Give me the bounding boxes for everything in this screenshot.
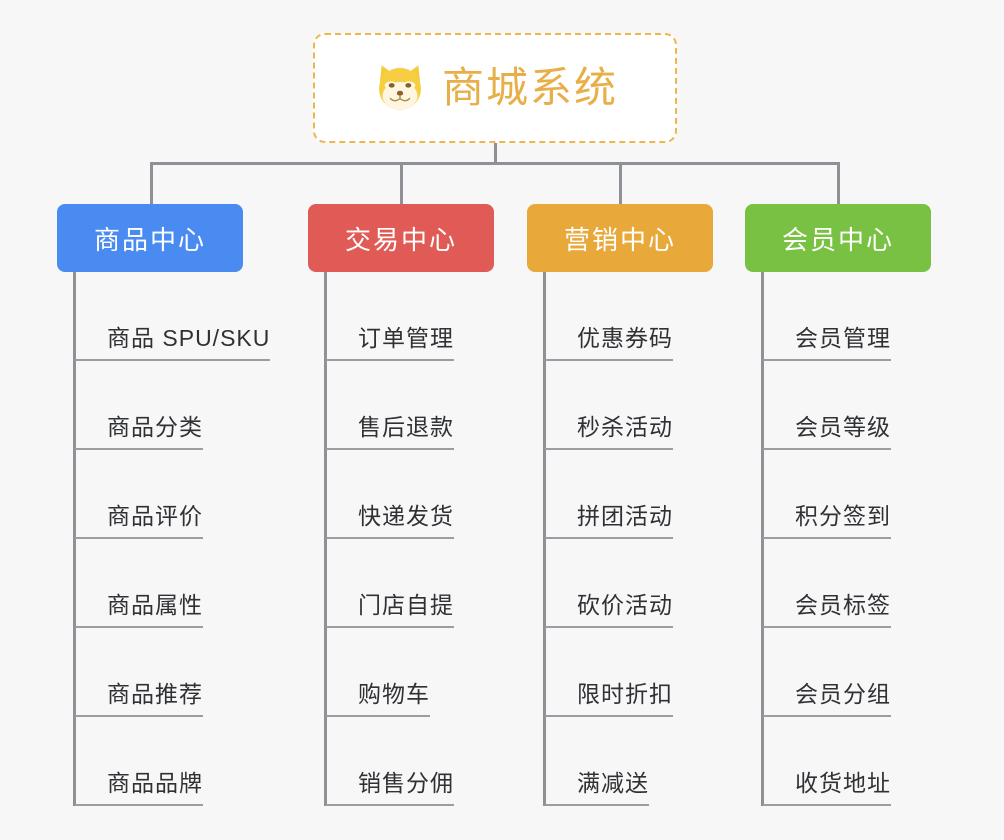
leaf-underline: 销售分佣	[326, 769, 454, 806]
leaf-underline: 商品品牌	[75, 769, 203, 806]
list-item[interactable]: 商品分类	[73, 361, 270, 450]
category-box-trade-center[interactable]: 交易中心	[308, 204, 494, 272]
leaf-label: 快递发货	[358, 502, 454, 529]
list-item[interactable]: 会员分组	[761, 628, 891, 717]
list-item[interactable]: 快递发货	[324, 450, 454, 539]
leaf-label: 限时折扣	[577, 680, 673, 707]
leaf-label: 满减送	[577, 769, 649, 796]
connector-root-stem	[494, 143, 497, 165]
leaf-underline: 会员标签	[763, 591, 891, 628]
list-item[interactable]: 砍价活动	[543, 539, 673, 628]
leaf-list-product-center: 商品 SPU/SKU 商品分类 商品评价 商品属性 商品推荐	[73, 272, 271, 806]
leaf-label: 订单管理	[358, 324, 454, 351]
leaf-underline: 商品评价	[75, 502, 203, 539]
root-node-mall-system[interactable]: 商城系统	[313, 33, 677, 143]
leaf-underline: 会员等级	[763, 413, 891, 450]
leaf-underline: 满减送	[545, 769, 649, 806]
branch-spine	[73, 272, 76, 806]
leaf-underline: 购物车	[326, 680, 430, 717]
category-label: 交易中心	[344, 224, 457, 255]
list-item[interactable]: 积分签到	[761, 450, 891, 539]
list-item[interactable]: 购物车	[324, 628, 454, 717]
leaf-label: 拼团活动	[577, 502, 673, 529]
leaf-underline: 会员管理	[763, 324, 891, 361]
leaf-label: 商品 SPU/SKU	[107, 324, 271, 351]
list-item[interactable]: 收货地址	[761, 717, 891, 806]
category-box-product-center[interactable]: 商品中心	[57, 204, 243, 272]
leaf-label: 会员标签	[795, 591, 891, 618]
leaf-underline: 拼团活动	[545, 502, 673, 539]
list-item[interactable]: 优惠券码	[543, 272, 673, 361]
list-item[interactable]: 商品属性	[73, 539, 270, 628]
list-item[interactable]: 订单管理	[324, 272, 454, 361]
leaf-label: 会员等级	[795, 413, 891, 440]
list-item[interactable]: 销售分佣	[324, 717, 454, 806]
leaf-label: 商品属性	[107, 591, 203, 618]
list-item[interactable]: 拼团活动	[543, 450, 673, 539]
leaf-label: 商品分类	[107, 413, 203, 440]
leaf-label: 门店自提	[358, 591, 454, 618]
list-item[interactable]: 限时折扣	[543, 628, 673, 717]
leaf-underline: 商品推荐	[75, 680, 203, 717]
leaf-label: 秒杀活动	[577, 413, 673, 440]
list-item[interactable]: 会员等级	[761, 361, 891, 450]
leaf-underline: 收货地址	[763, 769, 891, 806]
leaf-list-marketing-center: 优惠券码 秒杀活动 拼团活动 砍价活动 限时折扣	[543, 272, 673, 806]
list-item[interactable]: 会员管理	[761, 272, 891, 361]
list-item[interactable]: 门店自提	[324, 539, 454, 628]
list-item[interactable]: 商品品牌	[73, 717, 270, 806]
branch-spine	[324, 272, 327, 806]
list-item[interactable]: 商品评价	[73, 450, 270, 539]
leaf-underline: 限时折扣	[545, 680, 673, 717]
leaf-underline: 商品 SPU/SKU	[75, 324, 271, 361]
leaf-underline: 快递发货	[326, 502, 454, 539]
category-label: 会员中心	[781, 224, 894, 255]
root-title: 商城系统	[441, 64, 618, 111]
connector-drop-product-center	[150, 162, 153, 206]
leaf-label: 购物车	[358, 680, 430, 707]
leaf-list-trade-center: 订单管理 售后退款 快递发货 门店自提 购物车	[324, 272, 454, 806]
leaf-underline: 商品分类	[75, 413, 203, 450]
connector-drop-member-center	[837, 162, 840, 206]
leaf-underline: 积分签到	[763, 502, 891, 539]
branch-spine	[543, 272, 546, 806]
category-label: 营销中心	[563, 224, 676, 255]
category-label: 商品中心	[93, 224, 206, 255]
leaf-label: 商品品牌	[107, 769, 203, 796]
shiba-dog-icon	[378, 65, 421, 110]
leaf-label: 商品推荐	[107, 680, 203, 707]
category-box-member-center[interactable]: 会员中心	[745, 204, 931, 272]
connector-drop-trade-center	[400, 162, 403, 206]
leaf-underline: 订单管理	[326, 324, 454, 361]
list-item[interactable]: 秒杀活动	[543, 361, 673, 450]
category-box-marketing-center[interactable]: 营销中心	[527, 204, 713, 272]
leaf-label: 会员管理	[795, 324, 891, 351]
list-item[interactable]: 满减送	[543, 717, 673, 806]
leaf-label: 收货地址	[795, 769, 891, 796]
leaf-label: 售后退款	[358, 413, 454, 440]
leaf-label: 商品评价	[107, 502, 203, 529]
leaf-label: 会员分组	[795, 680, 891, 707]
leaf-label: 积分签到	[795, 502, 891, 529]
list-item[interactable]: 会员标签	[761, 539, 891, 628]
leaf-label: 砍价活动	[577, 591, 673, 618]
leaf-list-member-center: 会员管理 会员等级 积分签到 会员标签 会员分组	[761, 272, 891, 806]
leaf-underline: 售后退款	[326, 413, 454, 450]
leaf-underline: 优惠券码	[545, 324, 673, 361]
leaf-label: 销售分佣	[358, 769, 454, 796]
connector-horizontal-bus	[150, 162, 840, 165]
list-item[interactable]: 商品 SPU/SKU	[73, 272, 271, 361]
leaf-underline: 砍价活动	[545, 591, 673, 628]
leaf-underline: 秒杀活动	[545, 413, 673, 450]
leaf-underline: 门店自提	[326, 591, 454, 628]
leaf-label: 优惠券码	[577, 324, 673, 351]
leaf-underline: 会员分组	[763, 680, 891, 717]
list-item[interactable]: 商品推荐	[73, 628, 270, 717]
branch-spine	[761, 272, 764, 806]
connector-drop-marketing-center	[619, 162, 622, 206]
leaf-underline: 商品属性	[75, 591, 203, 628]
list-item[interactable]: 售后退款	[324, 361, 454, 450]
